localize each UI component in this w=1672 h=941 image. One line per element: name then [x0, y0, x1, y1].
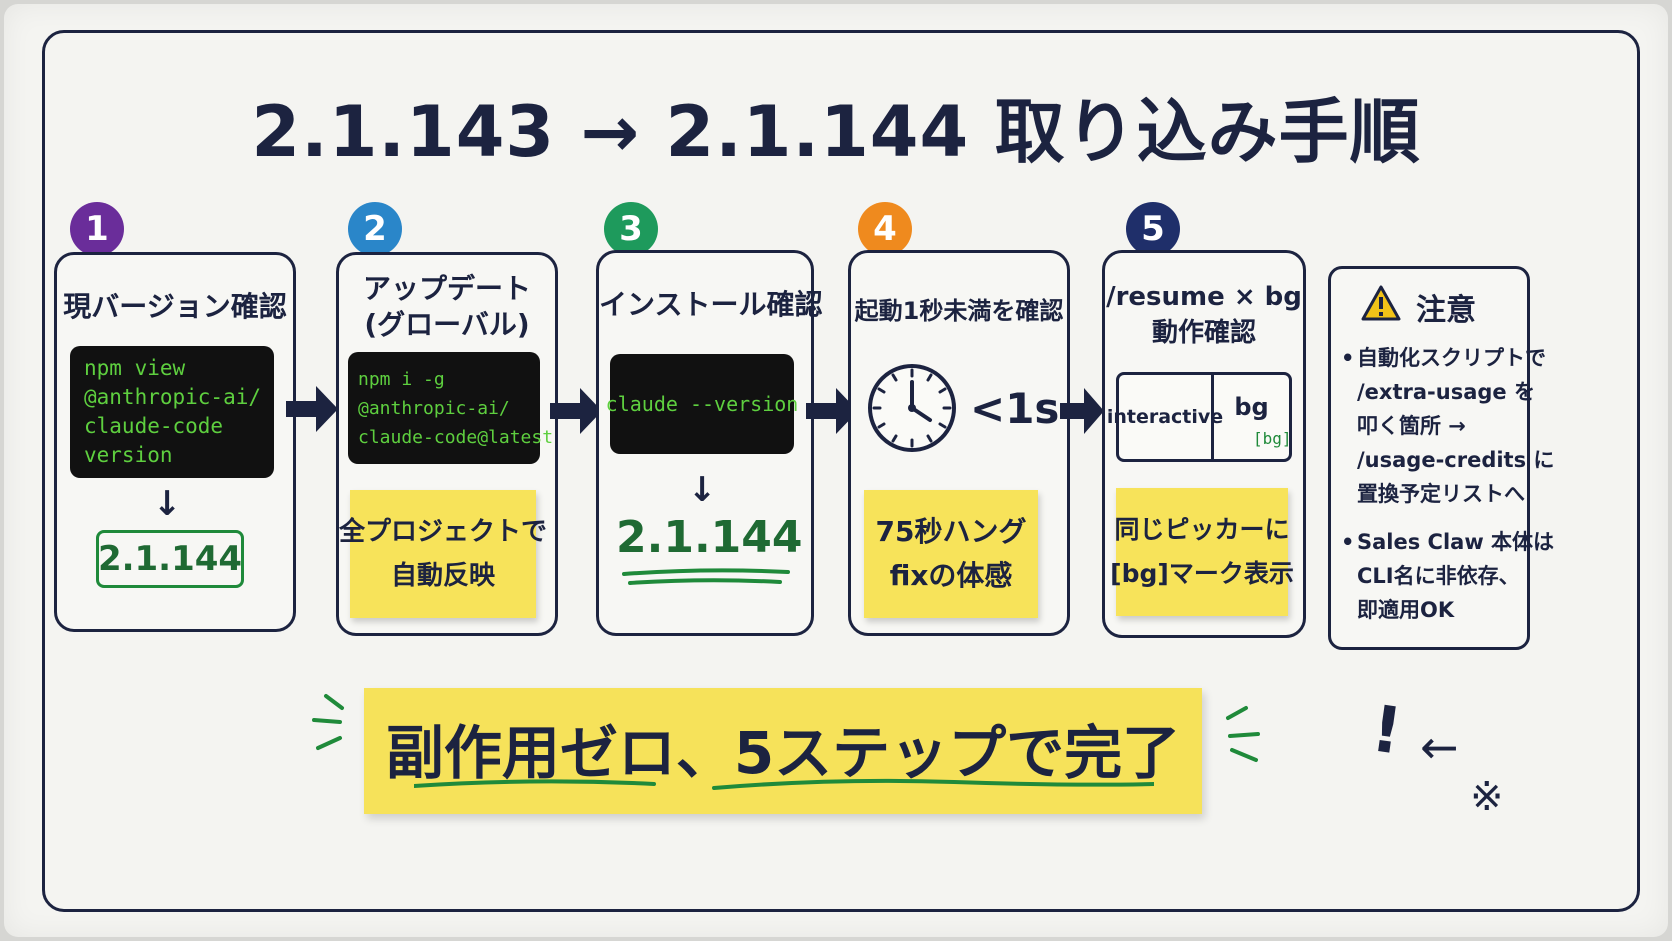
step-1-number: 1	[70, 202, 124, 256]
step-3-title: インストール確認	[599, 288, 823, 321]
startup-time-metric: <1s	[970, 384, 1060, 433]
reference-mark: ※	[1470, 774, 1504, 820]
step-5-sticky-note: 同じピッカーに [bg]マーク表示	[1110, 488, 1294, 616]
caution-title: 注意	[1416, 293, 1476, 328]
step-3-result: 2.1.144	[616, 512, 803, 563]
step-3-number: 3	[604, 202, 658, 256]
step-3-down-arrow: ↓	[687, 470, 717, 510]
arrow-right-icon	[806, 388, 858, 434]
step-3-command: claude --version	[606, 354, 798, 454]
caution-card: 注意 自動化スクリプトで /extra-usage を 叩く箇所 → /usag…	[1328, 266, 1554, 650]
step-1-title: 現バージョン確認	[63, 290, 287, 323]
step-4-number: 4	[858, 202, 912, 256]
step-1-command: npm view @anthropic-ai/ claude-code vers…	[70, 346, 274, 478]
warning-icon	[1361, 285, 1401, 321]
arrow-right-icon	[1060, 388, 1104, 434]
emphasis-marks-left	[312, 694, 344, 750]
step-5-number: 5	[1126, 202, 1180, 256]
step-1-result: 2.1.144	[96, 530, 244, 588]
clock-icon	[868, 364, 956, 452]
step-5-title: /resume × bg 動作確認	[1106, 282, 1302, 348]
step-1-down-arrow: ↓	[152, 484, 182, 524]
board-frame	[42, 30, 1640, 912]
arrow-right-icon	[286, 386, 338, 432]
emphasis-marks-right	[1226, 706, 1260, 762]
mode-bg: bg	[1234, 393, 1269, 421]
bg-tag: [bg]	[1253, 429, 1292, 448]
caution-item: 自動化スクリプトで /extra-usage を 叩く箇所 → /usage-c…	[1341, 341, 1554, 511]
mode-picker: interactive bg [bg]	[1106, 372, 1292, 462]
left-arrow-icon: ←	[1420, 720, 1459, 774]
step-2-title: アップデート (グローバル)	[362, 272, 531, 341]
page-title: 2.1.143 → 2.1.144 取り込み手順	[251, 91, 1421, 173]
summary-banner: 副作用ゼロ、5ステップで完了	[364, 688, 1202, 814]
step-2-command: npm i -g @anthropic-ai/ claude-code@late…	[348, 352, 553, 464]
step-2-number: 2	[348, 202, 402, 256]
green-underline	[622, 568, 790, 585]
mode-interactive: interactive	[1106, 406, 1224, 428]
arrow-right-icon	[550, 388, 602, 434]
caution-item: Sales Claw 本体は CLI名に非依存、 即適用OK	[1341, 525, 1554, 627]
caution-list: 自動化スクリプトで /extra-usage を 叩く箇所 → /usage-c…	[1341, 341, 1554, 641]
step-2-sticky-note: 全プロジェクトで 自動反映	[339, 490, 547, 618]
mode-divider	[1211, 375, 1214, 459]
summary-banner-text: 副作用ゼロ、5ステップで完了	[385, 719, 1181, 787]
banner-underline	[414, 778, 1154, 790]
step-4-sticky-note: 75秒ハング fixの体感	[864, 490, 1038, 618]
step-4-title: 起動1秒未満を確認	[854, 297, 1064, 325]
